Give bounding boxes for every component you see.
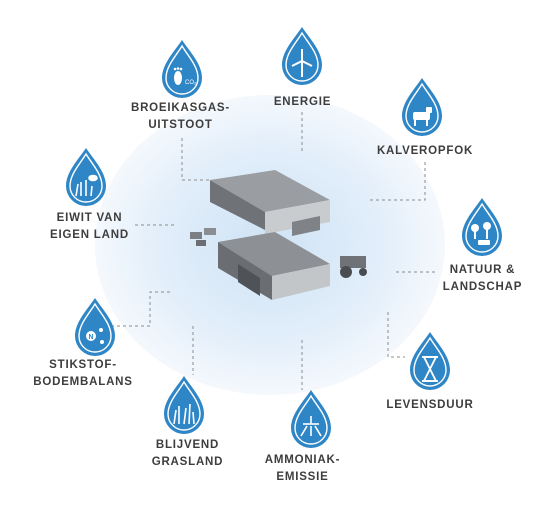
svg-text:CO₂: CO₂ [185,80,197,86]
trees-and-cow-icon [471,222,491,245]
grass-sprout-icon [75,174,98,197]
label-energie: ENERGIE [273,96,332,108]
grass-icon [173,403,195,425]
drop-broeikasgas: CO₂ [162,40,202,98]
drop-eiwit [66,148,106,206]
drop-stikstof: N [75,298,115,356]
ammonia-spray-icon [300,416,322,437]
drop-natuur [462,198,502,256]
footprint-co2-icon: CO₂ [173,67,197,86]
drop-levensduur [410,332,450,390]
farm-buildings-icon [190,170,367,300]
label-broeikasgas: BROEIKASGAS-UITSTOOT [130,102,231,131]
connector-kalveropfok [370,162,426,201]
connector-levensduur [387,312,405,358]
calf-icon [413,107,432,126]
wind-turbine-icon [291,49,313,77]
label-ammoniak: AMMONIAK-EMISSIE [264,454,341,483]
label-natuur: NATUUR &LANDSCHAP [442,264,523,293]
drop-kalveropfok [402,78,442,136]
hourglass-icon [422,356,438,382]
svg-text:N: N [89,334,94,341]
drop-ammoniak [291,390,331,448]
drop-energie [282,27,322,85]
drop-grasland [164,376,204,434]
label-kalveropfok: KALVEROPFOK [376,145,474,157]
nitrogen-soil-icon: N [86,328,104,344]
connector-stikstof [105,291,170,327]
label-levensduur: LEVENSDUUR [386,399,474,411]
label-stikstof: STIKSTOF-BODEMBALANS [33,359,133,388]
connector-broeikasgas [181,138,215,181]
